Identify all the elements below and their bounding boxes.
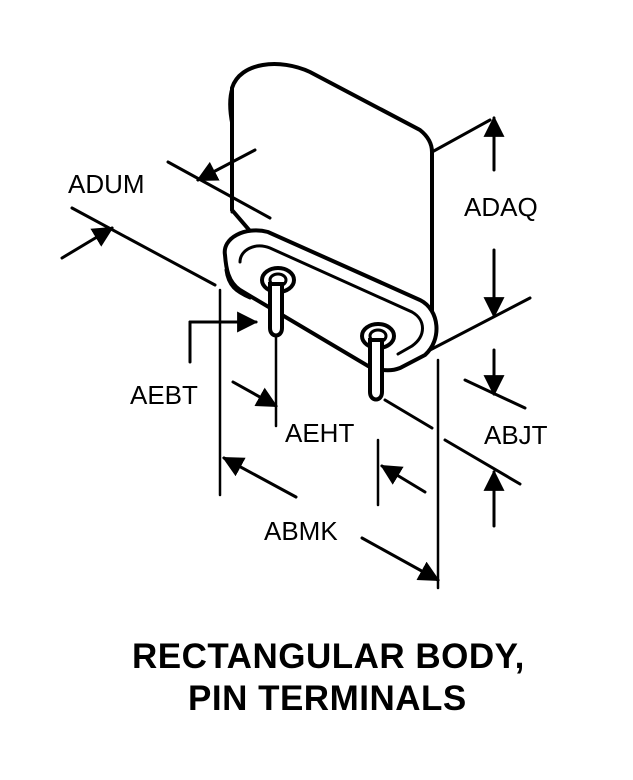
label-abmk: ABMK: [264, 516, 338, 546]
pin-terminals: [268, 282, 384, 402]
label-adum: ADUM: [68, 169, 145, 199]
label-aebt: AEBT: [130, 380, 198, 410]
dimension-lines: [60, 115, 532, 590]
capacitor-body: [222, 62, 439, 373]
label-aeht: AEHT: [285, 418, 354, 448]
caption-line-1: RECTANGULAR BODY,: [132, 637, 525, 676]
label-abjt: ABJT: [484, 420, 548, 450]
caption-line-2: PIN TERMINALS: [188, 679, 467, 718]
label-adaq: ADAQ: [464, 192, 538, 222]
